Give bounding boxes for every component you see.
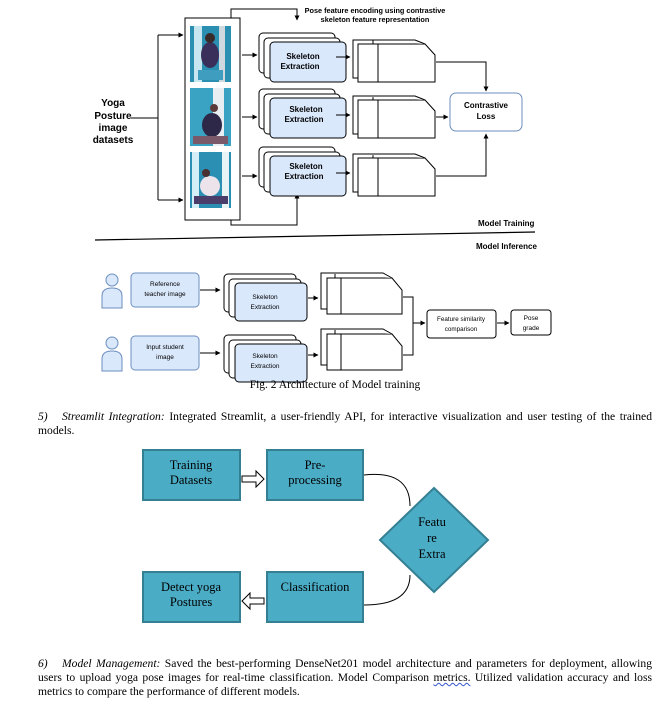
item-6-text-a: Saved the best-performing DenseNet201 mo… (38, 657, 652, 684)
inference-skeleton-2: Skeleton Extraction (223, 334, 308, 383)
svg-text:Input student: Input student (146, 344, 184, 351)
teacher-person-icon (101, 273, 123, 309)
inference-feature-block-2 (320, 328, 403, 371)
model-inference-label: Model Inference (476, 242, 537, 251)
svg-text:Extraction: Extraction (284, 172, 323, 181)
svg-text:Pose feature encoding using co: Pose feature encoding using contrastive (305, 6, 446, 15)
svg-text:Feature similarity: Feature similarity (437, 316, 486, 323)
training-datasets-box: Training Datasets (142, 449, 241, 501)
svg-text:processing: processing (288, 473, 342, 487)
inference-feature-block-1 (320, 272, 403, 315)
svg-text:Extraction: Extraction (280, 62, 319, 71)
svg-text:Contrastive: Contrastive (464, 101, 509, 110)
svg-text:Reference: Reference (150, 281, 180, 288)
model-training-label: Model Training (478, 219, 535, 228)
svg-text:Skeleton: Skeleton (289, 162, 322, 171)
item-6-text-b: Utilized validation accuracy and loss me… (38, 671, 652, 698)
feature-similarity-box: Feature similarity comparison (426, 309, 497, 339)
item-5-text: Integrated Streamlit, a user-friendly AP… (38, 410, 652, 437)
skeleton-extraction-1: Skeleton Extraction (258, 32, 347, 83)
encoding-note: Pose feature encoding using contrastive … (305, 6, 446, 24)
svg-text:Extraction: Extraction (251, 304, 280, 311)
curve-to-feature (363, 473, 411, 507)
svg-text:Skeleton: Skeleton (252, 294, 278, 301)
figure-caption: Fig. 2 Architecture of Model training (249, 379, 421, 391)
item-6-number: 6) (38, 657, 48, 670)
svg-text:Pose: Pose (524, 315, 539, 322)
svg-text:Posture: Posture (94, 111, 132, 122)
preprocessing-box: Pre- processing (266, 449, 364, 501)
svg-text:Postures: Postures (170, 595, 213, 609)
divider-line (94, 231, 536, 241)
detect-postures-box: Detect yoga Postures (142, 571, 241, 623)
svg-text:Featu: Featu (418, 515, 447, 529)
svg-text:image: image (99, 123, 128, 134)
svg-text:Classification: Classification (281, 580, 350, 594)
student-person-icon (101, 336, 123, 372)
skeleton-extraction-3: Skeleton Extraction (258, 146, 347, 197)
svg-text:Pre-: Pre- (305, 458, 326, 472)
svg-text:Extraction: Extraction (284, 115, 323, 124)
pose-grade-box: Pose grade (510, 309, 552, 336)
datasets-label: Yoga Posture image datasets (93, 98, 134, 146)
svg-text:Yoga: Yoga (101, 98, 125, 109)
feature-block-3 (352, 153, 436, 197)
svg-text:Skeleton: Skeleton (286, 52, 319, 61)
item-5-paragraph: 5) Streamlit Integration: Integrated Stre… (38, 410, 652, 438)
svg-text:Extraction: Extraction (251, 363, 280, 370)
svg-text:Skeleton: Skeleton (252, 353, 278, 360)
item-6-squiggle-word: metrics. (433, 671, 471, 684)
contrastive-loss-box: Contrastive Loss (449, 92, 523, 132)
svg-text:Detect yoga: Detect yoga (161, 580, 221, 594)
arrow-datasets-to-preprocessing (241, 469, 265, 489)
feature-block-2 (352, 95, 436, 139)
student-image-box: Input student image (130, 335, 200, 371)
inference-skeleton-1: Skeleton Extraction (223, 273, 308, 322)
curve-to-classification (363, 574, 411, 606)
svg-text:Training: Training (170, 458, 213, 472)
svg-text:skeleton feature representatio: skeleton feature representation (321, 15, 430, 24)
svg-text:Datasets: Datasets (170, 473, 212, 487)
svg-text:comparison: comparison (445, 326, 478, 333)
feature-block-1 (352, 39, 436, 83)
item-5-title: Streamlit Integration: (62, 410, 165, 423)
item-5-number: 5) (38, 410, 48, 423)
svg-text:Loss: Loss (477, 112, 496, 121)
item-6-paragraph: 6) Model Management: Saved the best-perfo… (38, 657, 652, 699)
reference-image-box: Reference teacher image (130, 272, 200, 308)
item-6-title: Model Management: (62, 657, 161, 670)
svg-text:datasets: datasets (93, 135, 134, 146)
classification-box: Classification (266, 571, 364, 623)
svg-text:re: re (427, 531, 437, 545)
svg-text:Extra: Extra (418, 547, 446, 561)
feature-extraction-diamond: Featu re Extra (378, 486, 490, 594)
svg-text:grade: grade (523, 325, 540, 332)
svg-text:image: image (156, 354, 174, 361)
svg-text:Skeleton: Skeleton (289, 105, 322, 114)
skeleton-extraction-2: Skeleton Extraction (258, 88, 347, 139)
yoga-image-strip (184, 17, 241, 221)
svg-text:teacher image: teacher image (144, 291, 186, 298)
arrow-classification-to-detect (241, 591, 265, 611)
